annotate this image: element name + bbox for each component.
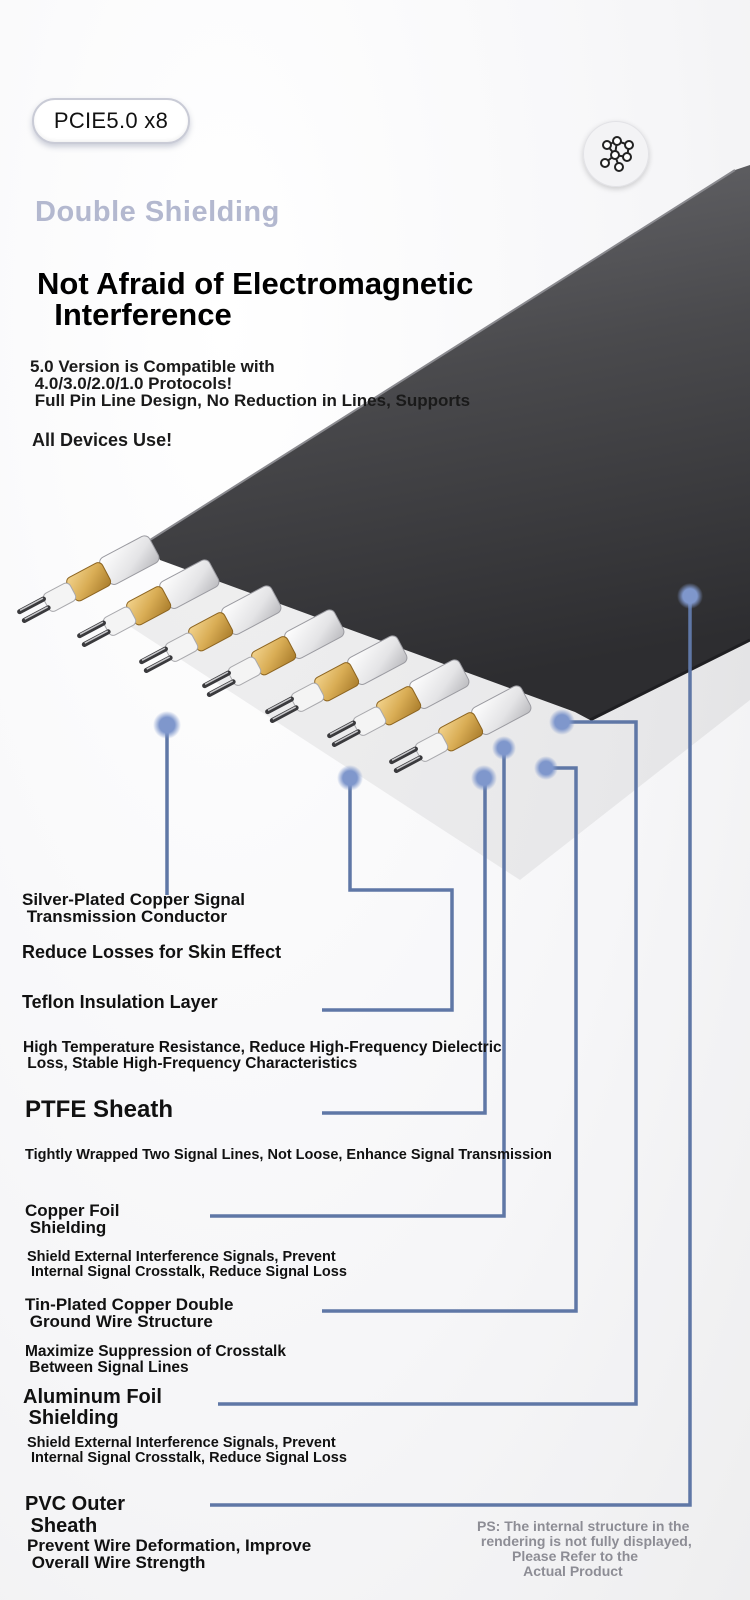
desc-conductor: Reduce Losses for Skin Effect	[22, 942, 282, 962]
conductor-wire	[269, 705, 299, 723]
conductor-wire	[77, 620, 106, 639]
leader-line-pvc	[210, 596, 692, 1507]
desc-ground-wire: Maximize Suppression of Crosstalk Betwee…	[25, 1343, 286, 1376]
conductor-wire	[393, 755, 423, 773]
label-conductor: Silver-Plated Copper Signal Transmission…	[22, 890, 245, 926]
leader-line-aluminum-foil	[218, 720, 638, 1406]
conductor-wire	[327, 720, 356, 739]
compatibility-text: 5.0 Version is Compatible with 4.0/3.0/2…	[30, 357, 471, 410]
compatibility-text-end: All Devices Use!	[32, 430, 173, 450]
signal-pair	[327, 659, 470, 747]
ptfe-sheath-layer	[164, 632, 199, 662]
conductor-wire	[81, 629, 111, 647]
conductor-wire	[139, 646, 168, 665]
pvc-outer-sheath	[150, 165, 750, 720]
desc-pvc: Prevent Wire Deformation, Improve Overal…	[27, 1536, 312, 1572]
conductor-wire	[202, 670, 231, 689]
dot-aluminum-foil	[549, 709, 575, 735]
label-aluminum-foil: Aluminum Foil Shielding	[23, 1386, 162, 1429]
dot-ptfe	[471, 765, 497, 791]
network-nodes-icon	[583, 121, 649, 187]
signal-pair	[202, 609, 345, 697]
desc-aluminum-foil: Shield External Interference Signals, Pr…	[27, 1435, 347, 1466]
pcie-badge: PCIE5.0 x8	[32, 98, 190, 144]
dot-teflon	[337, 765, 363, 791]
leader-line-ptfe	[322, 778, 487, 1115]
conductor-wire	[206, 679, 236, 697]
signal-pair	[265, 635, 408, 723]
ptfe-sheath-layer	[414, 732, 449, 762]
ptfe-sheath-layer	[352, 706, 387, 736]
dot-conductor	[153, 711, 181, 739]
label-ground-wire: Tin-Plated Copper Double Ground Wire Str…	[25, 1295, 234, 1331]
dot-pvc	[677, 583, 703, 609]
signal-pair	[389, 685, 532, 773]
desc-ptfe: Tightly Wrapped Two Signal Lines, Not Lo…	[25, 1147, 552, 1163]
page-title: Not Afraid of Electromagnetic Interferen…	[37, 266, 474, 332]
conductor-wire	[265, 696, 294, 715]
conductor-wire	[331, 729, 361, 747]
section-subtitle: Double Shielding	[35, 196, 280, 228]
dot-copper-foil	[492, 736, 516, 760]
conductor-wire	[389, 746, 418, 765]
signal-pairs	[17, 535, 532, 773]
label-pvc: PVC Outer Sheath	[25, 1493, 126, 1537]
ptfe-sheath-layer	[102, 606, 137, 636]
leader-lines	[165, 596, 692, 1507]
dot-ground-wire	[534, 756, 558, 780]
leader-line-ground-wire	[322, 766, 578, 1313]
label-teflon: Teflon Insulation Layer	[22, 992, 218, 1012]
conductor-wire	[21, 605, 51, 623]
pointer-dots	[153, 583, 703, 791]
label-ptfe: PTFE Sheath	[25, 1096, 174, 1123]
label-copper-foil: Copper Foil Shielding	[25, 1201, 120, 1237]
signal-pair	[139, 585, 282, 673]
disclaimer-note: PS: The internal structure in the render…	[477, 1518, 692, 1579]
conductor-wire	[17, 596, 46, 615]
leader-line-copper-foil	[210, 748, 506, 1218]
desc-copper-foil: Shield External Interference Signals, Pr…	[27, 1249, 347, 1280]
ptfe-sheath-layer	[42, 582, 77, 612]
leader-line-teflon	[322, 778, 454, 1012]
conductor-wire	[143, 655, 173, 673]
signal-pair	[17, 535, 160, 623]
ptfe-sheath-layer	[290, 682, 325, 712]
desc-teflon: High Temperature Resistance, Reduce High…	[23, 1039, 502, 1072]
signal-pair	[77, 559, 220, 647]
ptfe-sheath-layer	[227, 656, 262, 686]
